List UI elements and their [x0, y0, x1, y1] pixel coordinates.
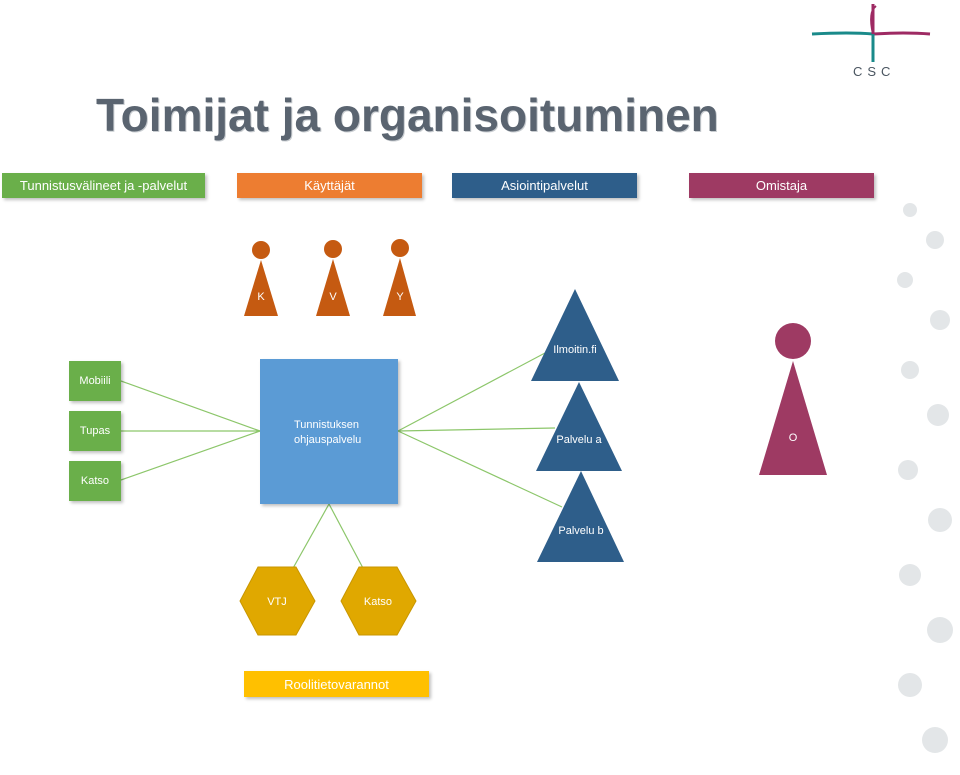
service-ilmoitin: Ilmoitin.fi: [531, 289, 619, 381]
center-service-box: Tunnistuksen ohjauspalvelu: [260, 359, 398, 504]
owner-o: O: [759, 323, 827, 475]
user-k: K: [244, 241, 278, 316]
header-omistaja: Omistaja: [689, 173, 874, 198]
method-tupas: Tupas: [69, 411, 121, 451]
svg-text:Palvelu b: Palvelu b: [558, 525, 603, 537]
registry-katso: Katso: [340, 566, 417, 636]
decorative-dots: [897, 203, 953, 753]
header-tunnistus: Tunnistusvälineet ja -palvelut: [2, 173, 205, 198]
user-v: V: [316, 240, 350, 316]
center-service-label: Tunnistuksen ohjauspalvelu: [294, 419, 362, 446]
method-mobiili: Mobiili: [69, 361, 121, 401]
registry-vtj: VTJ: [239, 566, 316, 636]
header-asiointi: Asiointipalvelut: [452, 173, 637, 198]
method-katso: Katso: [69, 461, 121, 501]
svg-text:Ilmoitin.fi: Ilmoitin.fi: [553, 344, 596, 356]
svg-text:Palvelu a: Palvelu a: [556, 434, 602, 446]
service-palvelu-a: Palvelu a: [536, 382, 622, 471]
svg-text:O: O: [789, 432, 798, 444]
edge-katso: [120, 430, 261, 481]
svg-text:VTJ: VTJ: [267, 596, 287, 608]
service-palvelu-b: Palvelu b: [537, 471, 624, 562]
header-kayttajat: Käyttäjät: [237, 173, 422, 198]
user-y: Y: [383, 239, 416, 316]
page-title: Toimijat ja organisoituminen: [96, 89, 719, 141]
edge-vtj: [291, 503, 330, 571]
svg-text:K: K: [257, 291, 265, 303]
edge-palvelu-a: [397, 427, 556, 432]
edge-katso-reg: [328, 503, 365, 571]
svg-text:Katso: Katso: [364, 596, 392, 608]
svg-text:V: V: [329, 291, 337, 303]
csc-logo-icon: [811, 4, 931, 62]
edge-mobiili: [120, 380, 261, 432]
svg-text:Y: Y: [396, 291, 404, 303]
roles-label: Roolitietovarannot: [244, 671, 429, 697]
logo-text: CSC: [853, 64, 896, 79]
edge-palvelu-b: [397, 430, 563, 508]
edge-ilmoitin: [397, 352, 546, 432]
